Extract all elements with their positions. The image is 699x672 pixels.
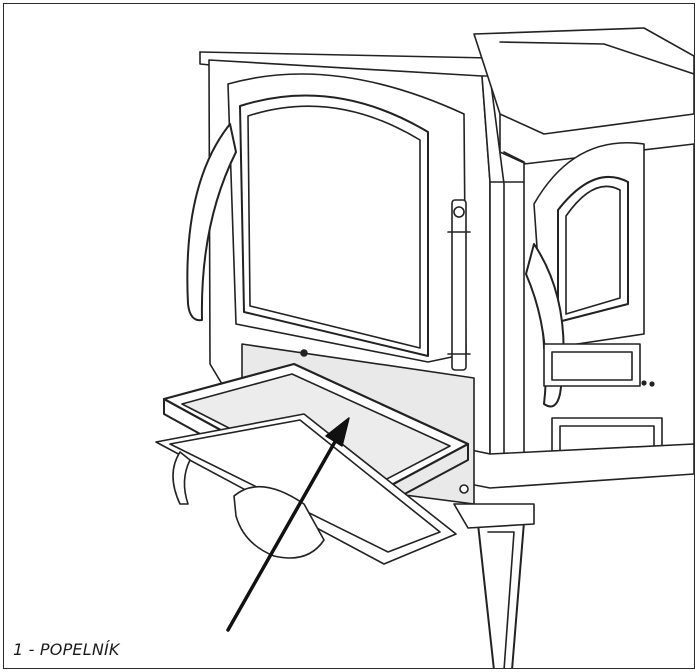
part-label-caption: 1 - POPELNÍK bbox=[13, 640, 120, 659]
arrow-pointer-icon bbox=[226, 417, 350, 632]
side-door-window bbox=[557, 175, 629, 323]
door-hinge bbox=[451, 199, 467, 371]
diagram-frame: 1 - POPELNÍK bbox=[3, 3, 695, 669]
stove-leg bbox=[477, 521, 525, 668]
stove-line-drawing bbox=[155, 27, 694, 668]
side-panel-upper bbox=[543, 343, 641, 387]
drawer-handle bbox=[233, 485, 325, 559]
stove-foot-left bbox=[172, 451, 191, 505]
fire-door-window bbox=[239, 94, 429, 357]
door-handle-left bbox=[186, 123, 237, 322]
